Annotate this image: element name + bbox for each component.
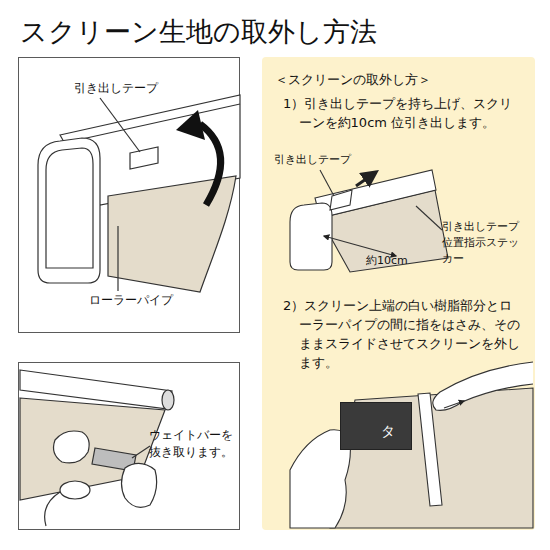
node-text: 引き出しテープ位置指示ステッカー [442, 219, 522, 267]
pipe-edge [64, 104, 240, 143]
pipe-cap [162, 390, 174, 410]
illustration-panel: 引き出しテープローラーパイプ [18, 57, 240, 333]
page-title: スクリーン生地の取外し方法 [20, 14, 377, 50]
node-text: ローラーパイプ [89, 292, 199, 309]
node-text: 約10cm [366, 253, 426, 269]
node-text: タ [381, 421, 405, 441]
leader-line [117, 226, 118, 291]
node-text: ウェイトバーを抜き取ります。 [149, 427, 239, 462]
rotate-arrow-head [176, 110, 205, 140]
leader-line [100, 98, 140, 152]
hand [122, 463, 157, 507]
rotate-arrow [200, 124, 221, 205]
node-text: ＜スクリーンの取外し方＞ [275, 71, 515, 90]
bracket-inner [46, 148, 93, 268]
hand [54, 431, 90, 463]
node-text: 2）スクリーン上端の白い樹脂部分とローラーパイプの間に指をはさみ、そのままスライ… [283, 297, 523, 372]
node-text: 引き出しテープ [74, 80, 184, 97]
end-bracket [38, 138, 100, 283]
tool-palette: タ [340, 402, 412, 450]
pull-tape [130, 147, 158, 169]
leader-line [132, 446, 150, 458]
remote-cord [45, 492, 60, 526]
weight-bar [92, 448, 136, 471]
node-text: 引き出しテープ [274, 152, 374, 168]
screen-fabric [20, 398, 165, 500]
screen-fabric [108, 176, 236, 292]
illustration-panel: ウェイトバーを抜き取ります。 [18, 362, 240, 530]
roller-illustration [38, 95, 240, 292]
roller-pipe [20, 370, 172, 409]
instruction-panel: ＜スクリーンの取外し方＞ 1）引き出しテープを持ち上げ、スクリーンを約10cm 位… [262, 57, 535, 530]
roller-pipe [60, 95, 240, 205]
node-text: 1）引き出しテープを持ち上げ、スクリーンを約10cm 位引き出します。 [283, 95, 523, 133]
remote-control [60, 481, 90, 499]
